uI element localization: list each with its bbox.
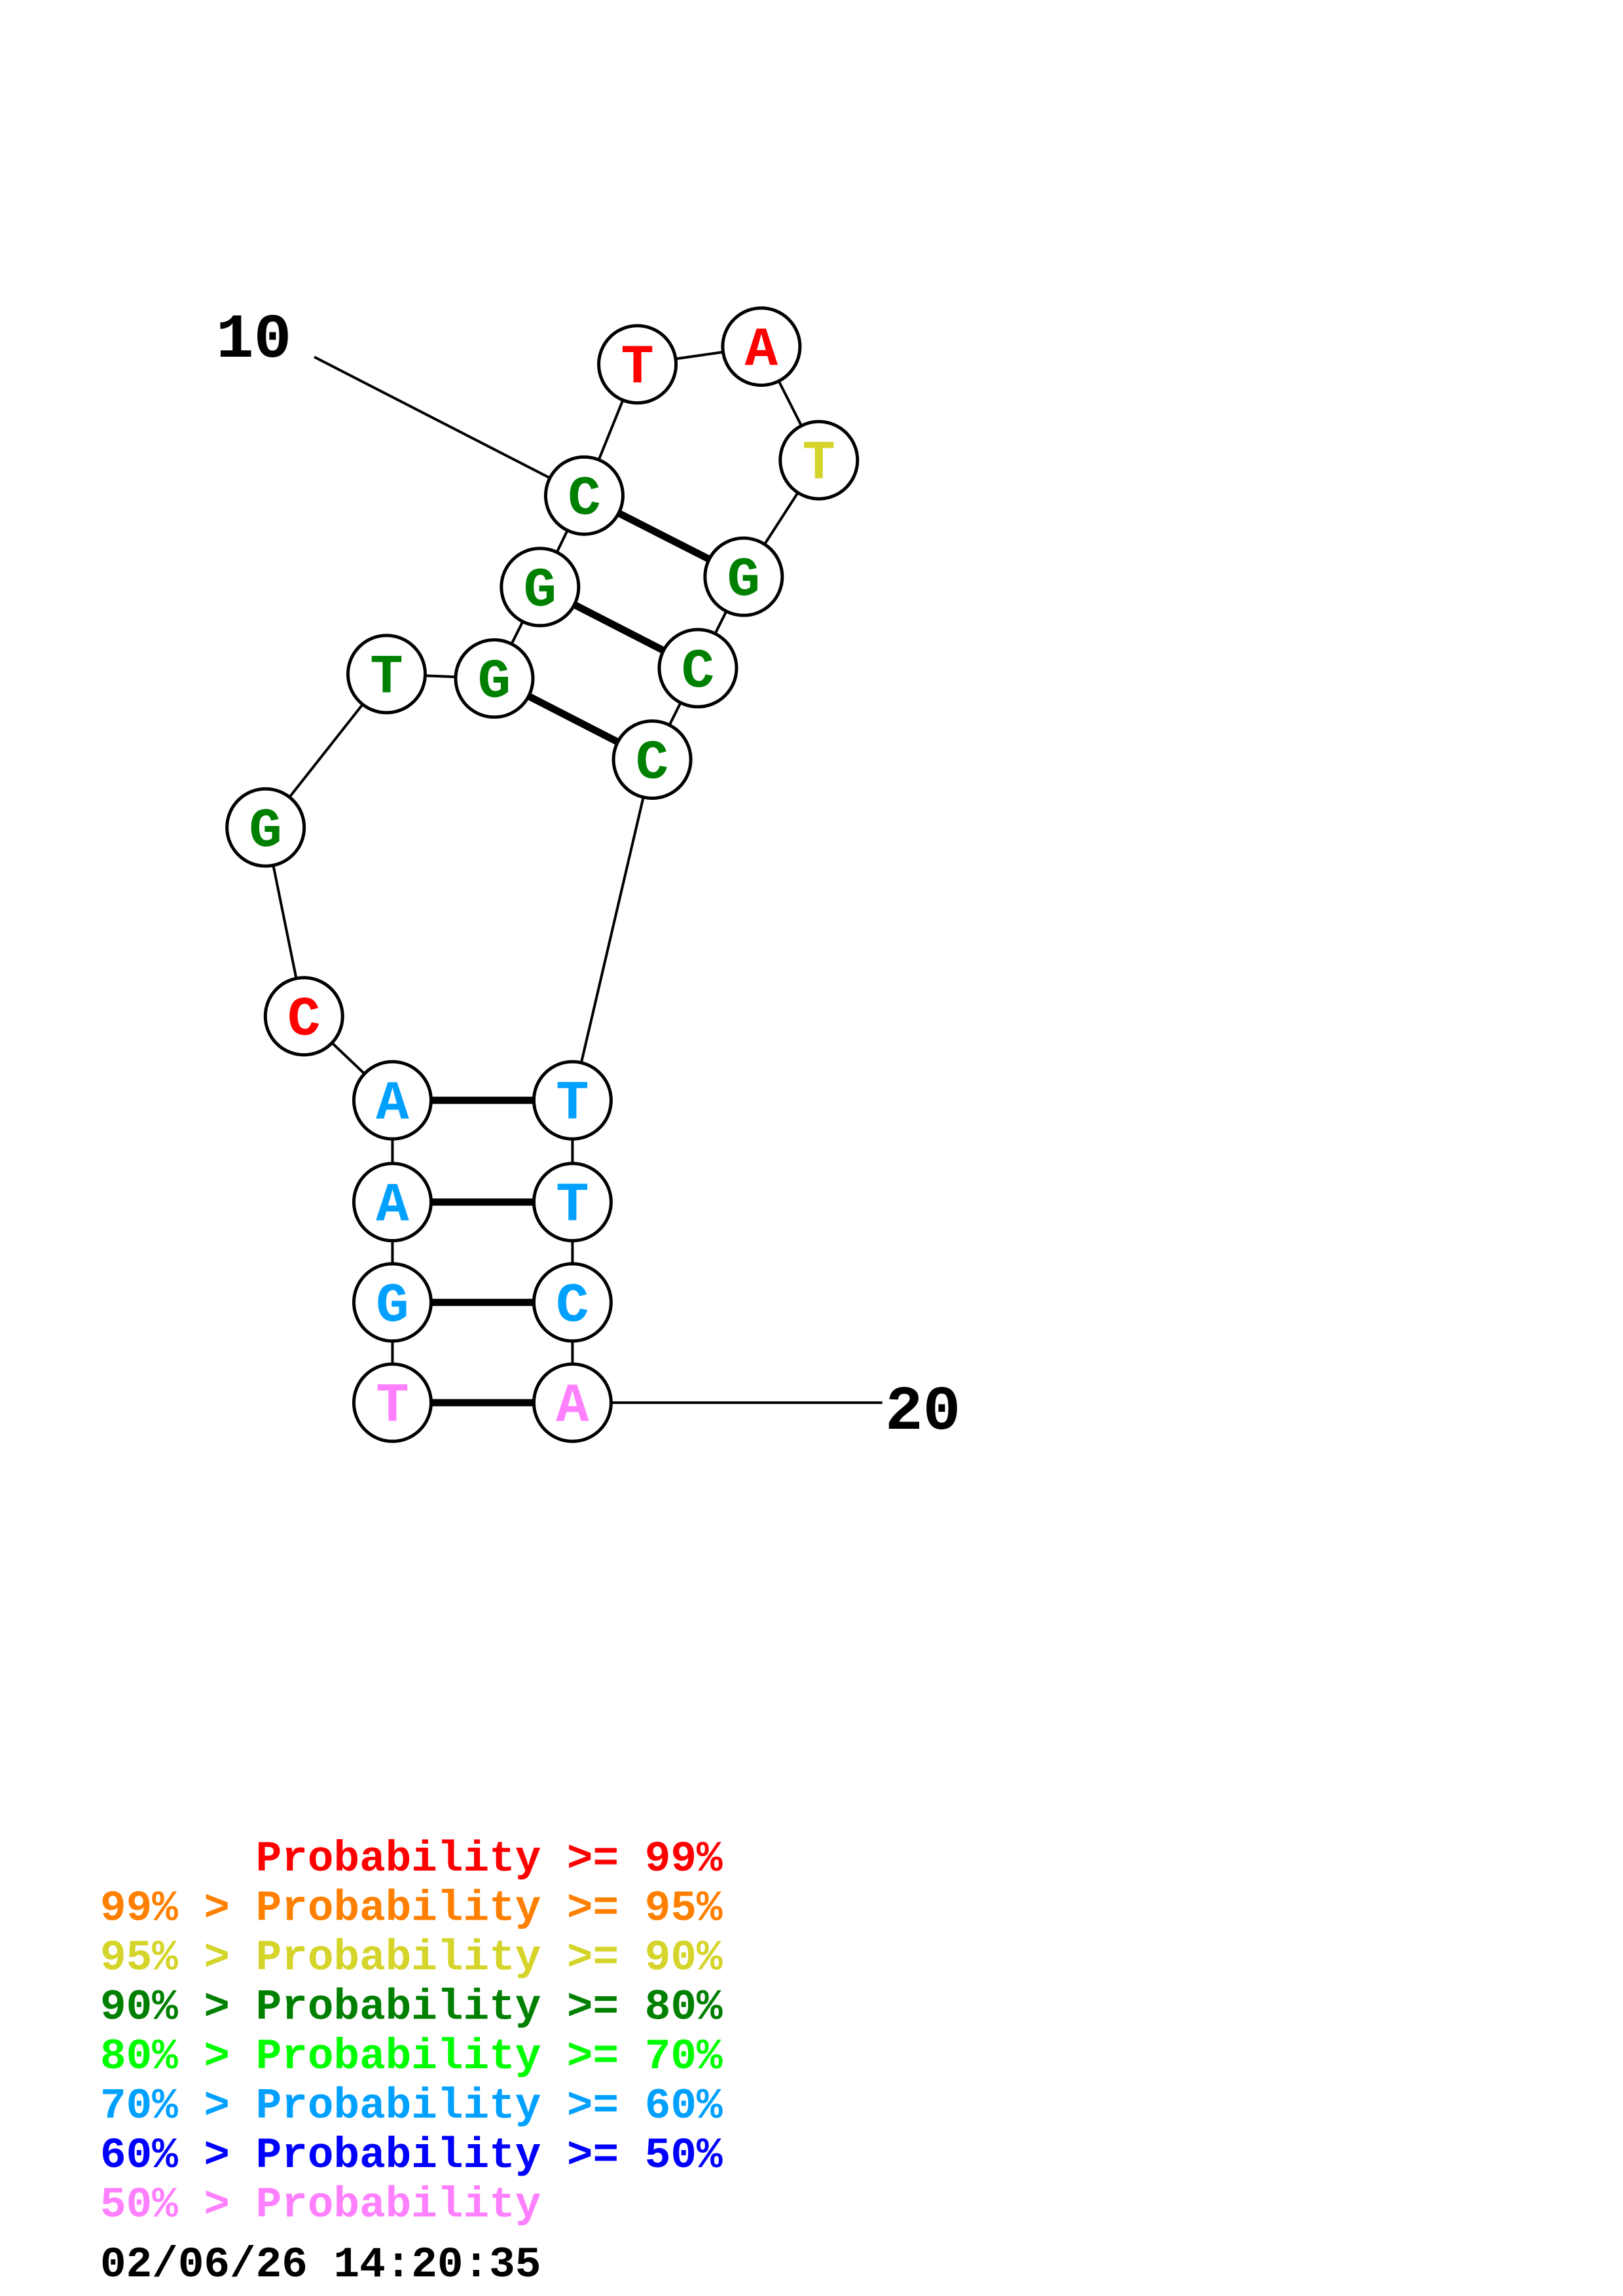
nucleotide-base: C <box>556 1276 589 1338</box>
nucleotide-base: A <box>556 1376 589 1438</box>
nucleotide-base: A <box>745 320 778 382</box>
nucleotide-circle <box>532 1362 613 1443</box>
nucleotide-circle <box>778 420 860 501</box>
nucleotide-11: T <box>597 324 678 405</box>
nucleotide-circle <box>611 719 693 800</box>
nucleotide-base: T <box>556 1073 589 1136</box>
legend-entry: 70% > Probability >= 60% <box>100 2082 723 2131</box>
nucleotide-base: A <box>376 1073 409 1136</box>
timestamp: 02/06/26 14:20:35 <box>100 2240 541 2289</box>
nucleotide-base: C <box>682 641 714 704</box>
nucleotide-19: C <box>532 1262 613 1343</box>
nucleotide-15: C <box>657 628 739 709</box>
nucleotide-base: T <box>803 433 835 495</box>
nucleotide-5: C <box>263 976 344 1057</box>
nucleotide-17: T <box>532 1060 613 1141</box>
nucleotide-circle <box>352 1362 433 1443</box>
nucleotide-base: G <box>249 800 282 863</box>
nucleotide-circle <box>657 628 739 709</box>
nucleotide-circle <box>352 1060 433 1141</box>
nucleotide-base: T <box>376 1376 409 1438</box>
nucleotide-base: A <box>376 1175 409 1238</box>
legend-entry: 99% > Probability >= 95% <box>100 1884 723 1933</box>
nucleotide-7: T <box>346 634 427 715</box>
nucleotide-13: T <box>778 420 860 501</box>
legend-entry: 80% > Probability >= 70% <box>100 2032 723 2081</box>
nucleotide-circle <box>543 455 625 536</box>
nucleotide-14: G <box>703 536 784 617</box>
nucleotide-base: G <box>376 1276 409 1338</box>
nucleotide-6: G <box>225 787 306 868</box>
nucleotide-base: G <box>478 652 511 714</box>
nucleotide-circle <box>346 634 427 715</box>
nucleotide-circle <box>532 1060 613 1141</box>
backbone-segment <box>571 759 654 1101</box>
nucleotide-9: G <box>500 547 581 628</box>
probability-legend: Probability >= 99%99% > Probability >= 9… <box>100 1835 723 2230</box>
nucleotide-circle <box>597 324 678 405</box>
nucleotide-2: G <box>352 1262 433 1343</box>
nucleotide-circle <box>225 787 306 868</box>
nucleotide-circle <box>352 1262 433 1343</box>
nucleotide-base: C <box>636 733 668 795</box>
nucleotide-circle <box>532 1262 613 1343</box>
nucleotide-4: A <box>352 1060 433 1141</box>
nucleotide-circle <box>454 638 535 719</box>
nucleotide-1: T <box>352 1362 433 1443</box>
nucleotide-base: C <box>287 990 320 1052</box>
end-index-label: 20 <box>885 1376 960 1448</box>
legend-entry: 95% > Probability >= 90% <box>100 1933 723 1982</box>
nucleotide-base: T <box>556 1175 589 1238</box>
nucleotide-circle <box>500 547 581 628</box>
nucleotide-circle <box>532 1162 613 1243</box>
nucleotide-circle <box>721 306 802 387</box>
nucleotide-circle <box>703 536 784 617</box>
nucleotide-base: T <box>621 338 653 400</box>
nucleotide-16: C <box>611 719 693 800</box>
legend-entry: Probability >= 99% <box>100 1835 723 1884</box>
legend-entry: 50% > Probability <box>100 2181 541 2230</box>
nucleotide-base: G <box>727 550 760 612</box>
nucleotide-12: A <box>721 306 802 387</box>
nucleotide-10: C <box>543 455 625 536</box>
nucleotide-base: G <box>524 560 556 622</box>
nucleotide-18: T <box>532 1162 613 1243</box>
nucleotide-base: C <box>568 469 600 531</box>
nucleotide-circle <box>352 1162 433 1243</box>
nucleotide-3: A <box>352 1162 433 1243</box>
nucleotide-base: T <box>370 647 403 709</box>
nucleotide-8: G <box>454 638 535 719</box>
index-10-leader <box>314 355 585 497</box>
legend-entry: 60% > Probability >= 50% <box>100 2131 723 2180</box>
nucleotide-circle <box>263 976 344 1057</box>
legend-entry: 90% > Probability >= 80% <box>100 1983 723 2032</box>
start-index-label: 10 <box>216 304 291 376</box>
nucleotide-20: A <box>532 1362 613 1443</box>
